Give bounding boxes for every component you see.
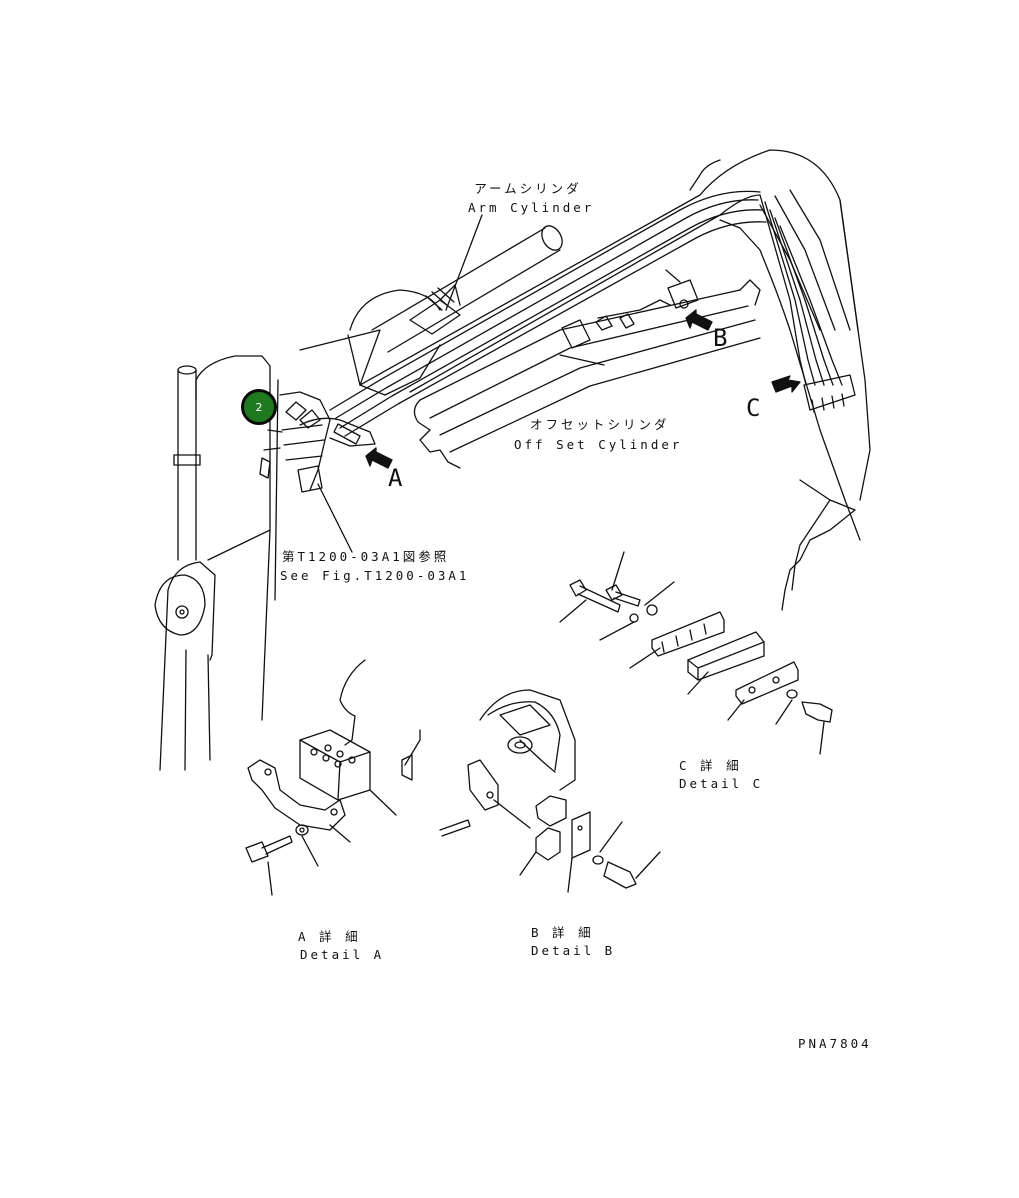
- detail-a-parts: [246, 660, 420, 895]
- stick-assembly: [155, 356, 278, 770]
- detail-a-label-jp: A 詳 細: [298, 929, 361, 944]
- view-arrow-b: [686, 310, 712, 330]
- detail-c-label-jp: C 詳 細: [679, 758, 742, 773]
- arm-cylinder-label-jp: アームシリンダ: [474, 181, 582, 196]
- detail-b-parts: [440, 690, 660, 892]
- see-fig-label-en: See Fig.T1200-03A1: [280, 568, 470, 583]
- arm-cylinder-label-en: Arm Cylinder: [468, 200, 595, 215]
- detail-a-label-en: Detail A: [300, 947, 385, 962]
- drawing-number: PNA7804: [798, 1036, 872, 1051]
- detail-c-parts: [560, 580, 832, 754]
- detail-b-label-jp: B 詳 細: [531, 925, 594, 940]
- view-arrow-c: [772, 376, 800, 392]
- see-fig-label-jp: 第T1200-03A1図参照: [282, 549, 450, 564]
- view-label-a: A: [388, 464, 403, 492]
- detail-b-label-en: Detail B: [531, 943, 616, 958]
- view-arrow-a: [366, 448, 392, 468]
- part-number-badge[interactable]: 2: [241, 389, 277, 425]
- offset-cylinder-label-en: Off Set Cylinder: [514, 437, 683, 452]
- hydraulic-lines: [330, 191, 855, 436]
- detail-c-label-en: Detail C: [679, 776, 764, 791]
- view-label-c: C: [746, 394, 761, 422]
- view-label-b: B: [713, 324, 728, 352]
- arm-cylinder: [348, 222, 566, 395]
- clamp-cluster: [260, 392, 330, 492]
- leader-lines: [318, 215, 680, 605]
- offset-cylinder-label-jp: オフセットシリンダ: [530, 417, 670, 432]
- part-number-badge-label: 2: [255, 400, 263, 414]
